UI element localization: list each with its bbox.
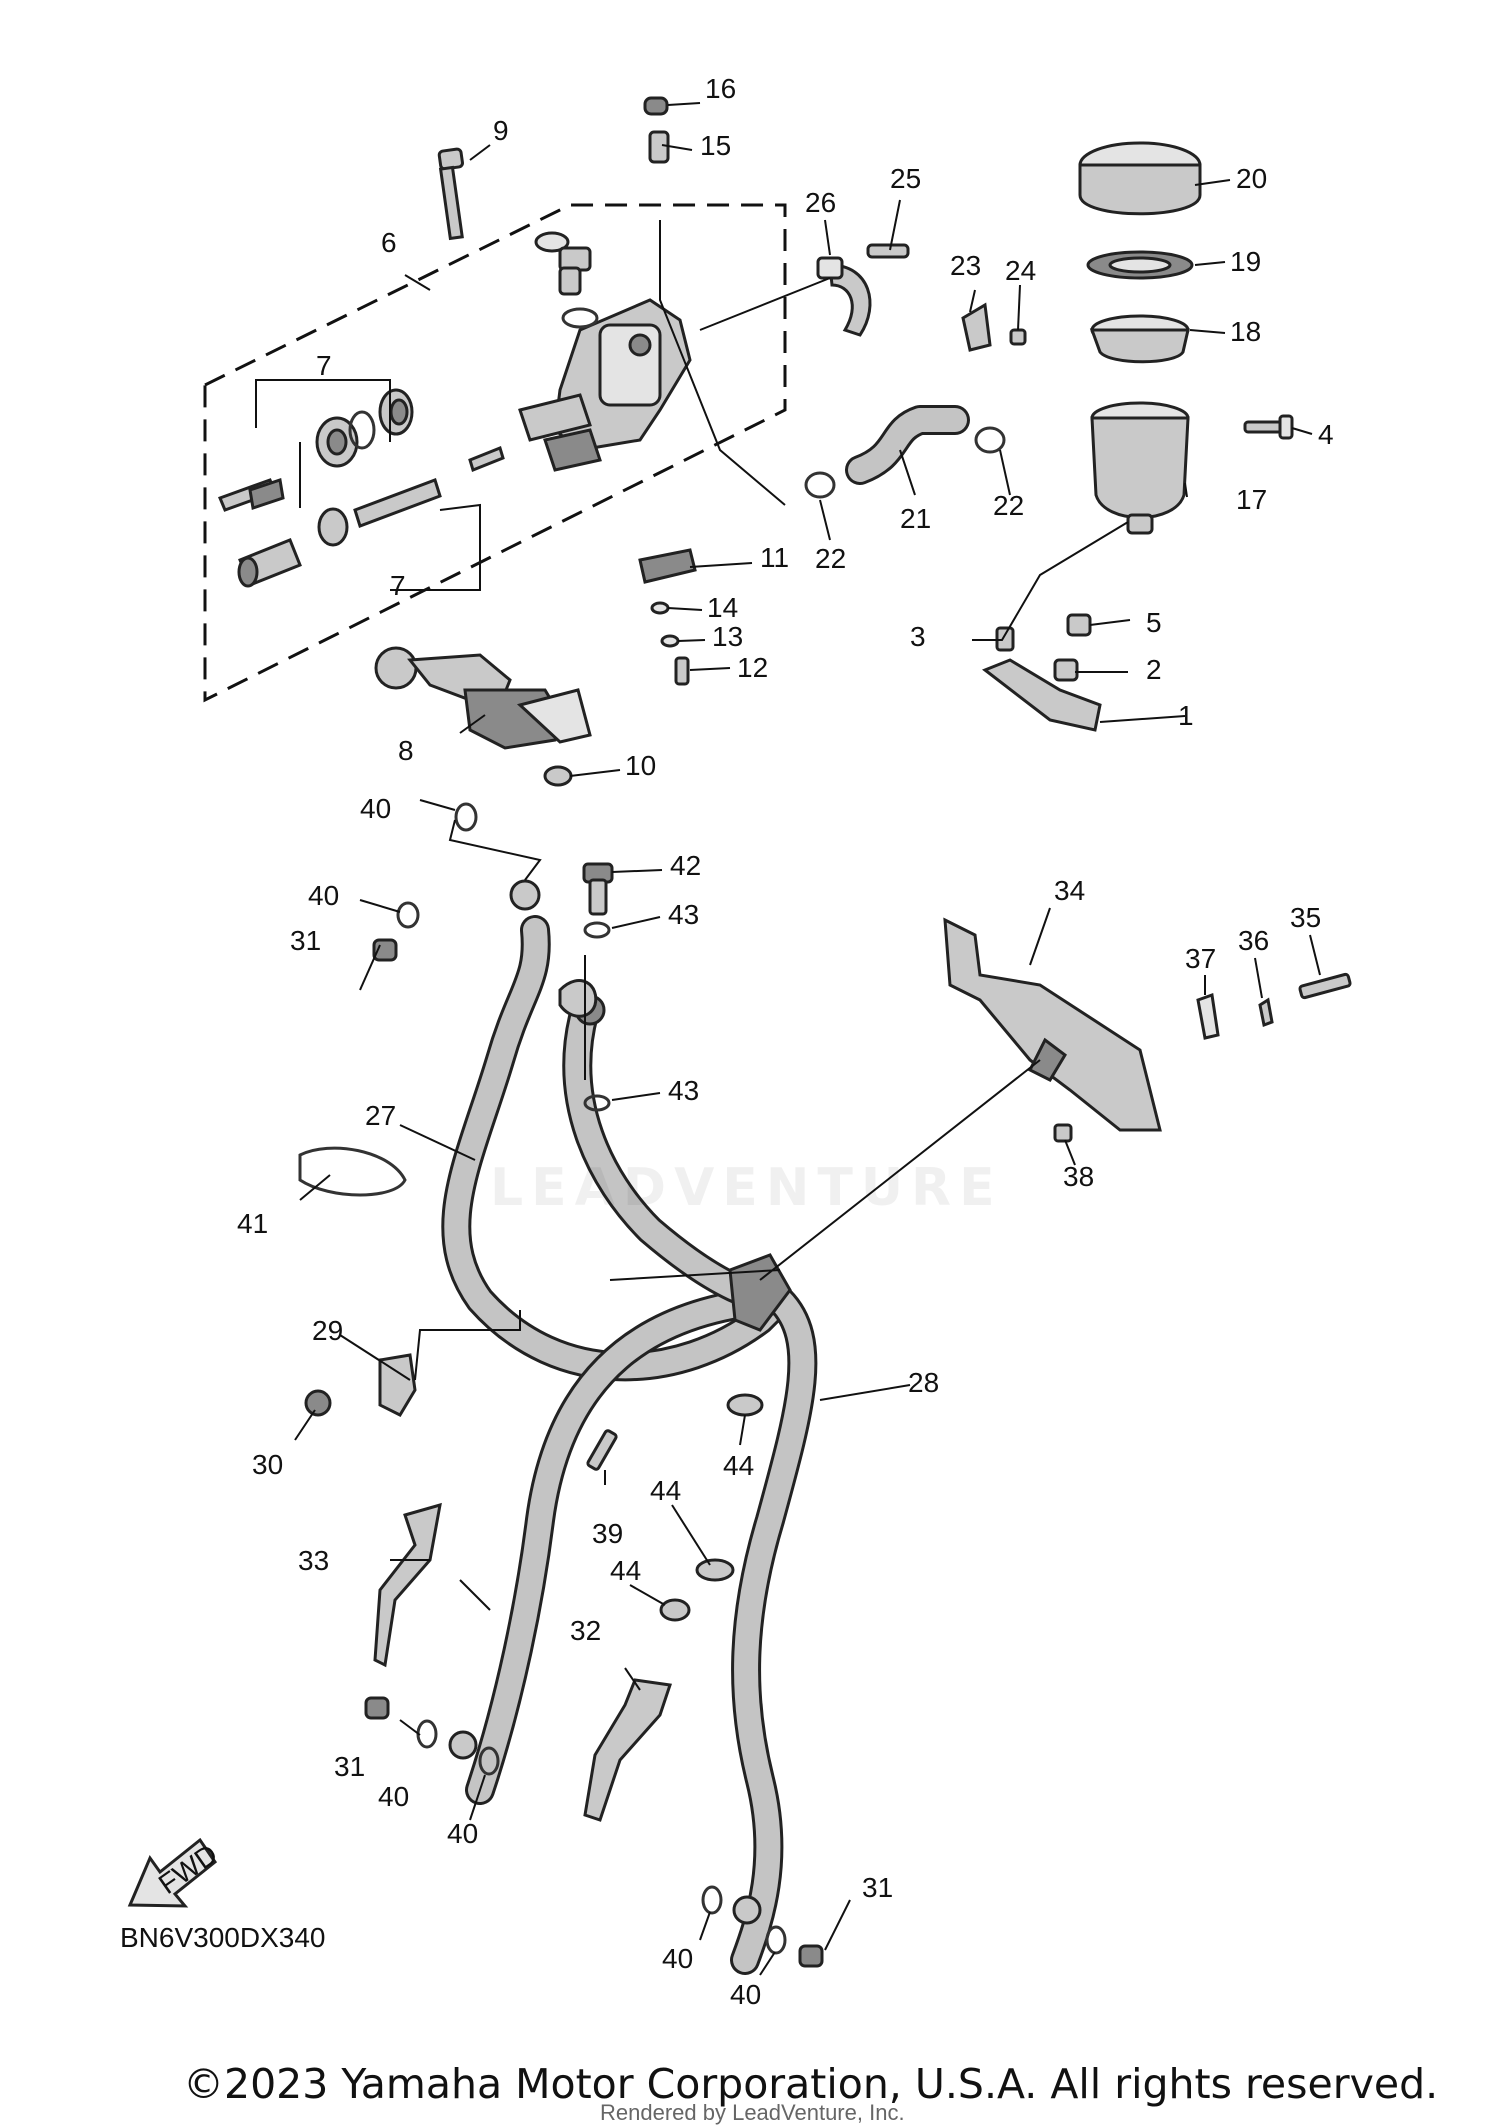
callout-34: 34 xyxy=(1054,875,1085,906)
callout-27: 27 xyxy=(365,1100,396,1131)
callout-14: 14 xyxy=(707,592,738,623)
callout-8: 8 xyxy=(398,735,414,766)
callout-40-d: 40 xyxy=(447,1818,478,1849)
callout-3: 3 xyxy=(910,621,926,652)
callout-31-top: 31 xyxy=(290,925,321,956)
callout-17: 17 xyxy=(1236,484,1267,515)
hose-banjo-ends xyxy=(448,1730,762,1925)
reservoir-screw xyxy=(1243,414,1294,440)
pivot-bolt xyxy=(437,147,464,241)
callout-41: 41 xyxy=(237,1208,268,1239)
fwd-label: FWD xyxy=(153,1838,223,1900)
union-bolt xyxy=(558,862,614,1112)
callout-32: 32 xyxy=(570,1615,601,1646)
assembly-boundary xyxy=(203,203,787,703)
bleeder-screw-cap xyxy=(643,96,670,164)
joint-bolt xyxy=(586,1429,618,1471)
hose-clips xyxy=(659,1393,764,1622)
hose-holder-left xyxy=(373,1502,442,1668)
brake-reservoir xyxy=(1078,141,1202,535)
reservoir-bracket xyxy=(961,302,1027,352)
hose-clamp xyxy=(304,1353,417,1417)
copyright-notice: ©2023 Yamaha Motor Corporation, U.S.A. A… xyxy=(183,2060,1439,2108)
callout-40-e: 40 xyxy=(662,1943,693,1974)
callout-30: 30 xyxy=(252,1449,283,1480)
brake-hose-27 xyxy=(441,915,795,1805)
master-cylinder-body xyxy=(518,298,692,472)
diagram-reference-code: BN6V300DX340 xyxy=(120,1922,326,1953)
callout-29: 29 xyxy=(312,1315,343,1346)
watermark: LEADVENTURE xyxy=(490,1158,1003,1218)
callout-labels: 1 2 3 4 5 6 7 7 8 9 10 11 12 13 14 15 16… xyxy=(237,73,1334,2010)
callout-13: 13 xyxy=(712,621,743,652)
brake-switch xyxy=(638,548,697,686)
hose-joint xyxy=(728,1253,792,1332)
pivot-nut xyxy=(543,765,573,787)
callout-2: 2 xyxy=(1146,654,1162,685)
fwd-arrow-icon: FWD xyxy=(127,1837,223,1908)
callout-5: 5 xyxy=(1146,607,1162,638)
callout-43-bottom: 43 xyxy=(668,1075,699,1106)
bracket-bolt-set xyxy=(1053,972,1352,1143)
callout-31-right: 31 xyxy=(862,1872,893,1903)
callout-16: 16 xyxy=(705,73,736,104)
hose-holder-right xyxy=(583,1678,672,1822)
piston-kit xyxy=(218,388,505,588)
callout-36: 36 xyxy=(1238,925,1269,956)
callout-44-c: 44 xyxy=(610,1555,641,1586)
callout-7-upper: 7 xyxy=(316,350,332,381)
callout-37: 37 xyxy=(1185,943,1216,974)
callout-44-a: 44 xyxy=(723,1450,754,1481)
callout-40-f: 40 xyxy=(730,1979,761,2010)
callout-11: 11 xyxy=(760,542,789,573)
callout-26: 26 xyxy=(805,187,836,218)
callout-42: 42 xyxy=(670,850,701,881)
callout-22-right: 22 xyxy=(993,490,1024,521)
callout-4: 4 xyxy=(1318,419,1334,450)
reservoir-hose xyxy=(804,405,1006,499)
brake-hose-28 xyxy=(562,995,818,1975)
handlebar-holder xyxy=(816,243,910,337)
callout-10: 10 xyxy=(625,750,656,781)
union-bolts-31 xyxy=(364,938,824,1968)
callout-21: 21 xyxy=(900,503,931,534)
callout-39: 39 xyxy=(592,1518,623,1549)
callout-31-left: 31 xyxy=(334,1751,365,1782)
callout-40-c: 40 xyxy=(378,1781,409,1812)
callout-35: 35 xyxy=(1290,902,1321,933)
callout-20: 20 xyxy=(1236,163,1267,194)
render-credit: Rendered by LeadVenture, Inc. xyxy=(600,2100,905,2125)
callout-28: 28 xyxy=(908,1367,939,1398)
callout-38: 38 xyxy=(1063,1161,1094,1192)
callout-15: 15 xyxy=(700,130,731,161)
banjo-fitting xyxy=(534,231,599,329)
callout-24: 24 xyxy=(1005,255,1036,286)
callout-33: 33 xyxy=(298,1545,329,1576)
callout-12: 12 xyxy=(737,652,768,683)
callout-44-b: 44 xyxy=(650,1475,681,1506)
callout-40-b: 40 xyxy=(308,880,339,911)
hose-guide-bracket xyxy=(943,917,1162,1132)
callout-22-left: 22 xyxy=(815,543,846,574)
callout-6: 6 xyxy=(381,227,397,258)
brake-lever xyxy=(374,646,592,750)
callout-19: 19 xyxy=(1230,246,1261,277)
callout-40-a: 40 xyxy=(360,793,391,824)
leader-lines xyxy=(255,102,1321,1976)
callout-25: 25 xyxy=(890,163,921,194)
callout-9: 9 xyxy=(493,115,509,146)
callout-18: 18 xyxy=(1230,316,1261,347)
callout-7-lower: 7 xyxy=(390,570,406,601)
callout-1: 1 xyxy=(1178,700,1194,731)
callout-43-top: 43 xyxy=(668,899,699,930)
cable-band xyxy=(298,1146,407,1197)
callout-23: 23 xyxy=(950,250,981,281)
